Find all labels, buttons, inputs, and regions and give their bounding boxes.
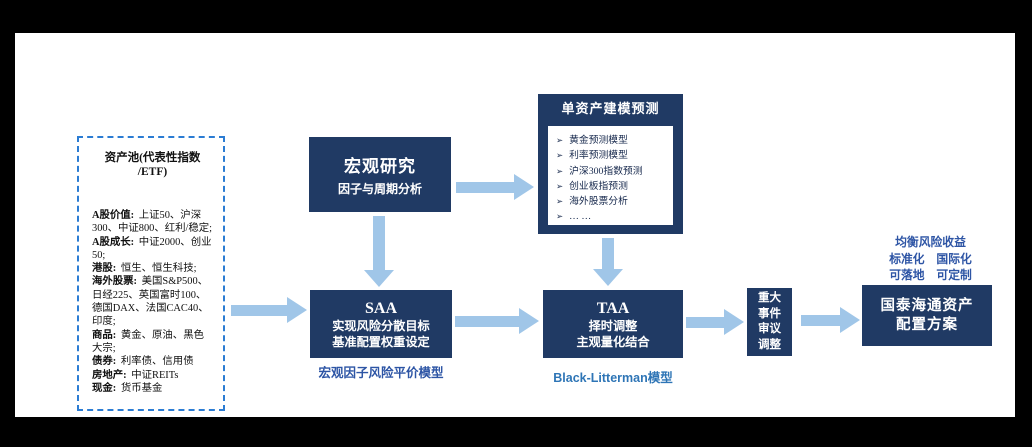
list-item: 港股: 恒生、恒生科技;	[92, 263, 197, 275]
arrow-shaft	[455, 315, 519, 327]
arrow-shaft	[373, 216, 385, 270]
arrow-head-icon	[593, 269, 623, 286]
bullet-arrow-icon: ➢	[556, 150, 564, 161]
list-item: 房地产: 中证REITs	[92, 369, 179, 381]
arrow-macro-to-saa	[364, 216, 394, 287]
saa-title: SAA	[364, 299, 397, 317]
arrow-head-icon	[724, 309, 744, 335]
arrow-macro-to-single-asset	[456, 174, 534, 200]
bullet-arrow-icon: ➢	[556, 180, 564, 191]
arrow-shaft	[231, 304, 287, 316]
list-item: ➢创业板指预测	[556, 180, 628, 192]
macro-research-box: 宏观研究 因子与周期分析	[309, 137, 451, 212]
single-asset-forecast-box: 单资产建模预测 ➢黄金预测模型 ➢利率预测模型 ➢沪深300指数预测 ➢创业板指…	[538, 94, 683, 234]
list-item: ➢海外股票分析	[556, 196, 628, 208]
list-item: 债券: 利率债、信用债	[92, 356, 194, 368]
taa-line1: 择时调整	[588, 318, 638, 333]
arrow-shaft	[801, 314, 840, 326]
arrow-head-icon	[364, 270, 394, 287]
list-item: ➢利率预测模型	[556, 150, 628, 162]
taa-model-caption: Black-Litterman模型	[553, 371, 673, 385]
list-item: 商品: 黄金、原油、黑色大宗;	[92, 329, 204, 354]
single-asset-forecast-list: ➢黄金预测模型 ➢利率预测模型 ➢沪深300指数预测 ➢创业板指预测 ➢海外股票…	[548, 126, 673, 225]
saa-line1: 实现风险分散目标	[332, 318, 430, 333]
allocation-plan-box: 国泰海通资产 配置方案	[862, 285, 992, 346]
asset-pool-title: 资产池(代表性指数 /ETF)	[104, 152, 201, 178]
major-event-line: 调整	[758, 338, 781, 351]
taa-box: TAA 择时调整 主观量化结合	[543, 290, 683, 358]
list-item: 现金: 货币基金	[92, 382, 163, 394]
arrow-head-icon	[840, 307, 860, 333]
allocation-plan-line1: 国泰海通资产	[880, 297, 974, 314]
arrow-head-icon	[519, 308, 539, 334]
allocation-plan-line2: 配置方案	[896, 316, 958, 333]
bullet-arrow-icon: ➢	[556, 165, 564, 176]
arrow-saa-to-taa	[455, 308, 539, 334]
major-event-review-box: 重大 事件 审议 调整	[747, 288, 792, 356]
feature-line: 标准化 国际化	[889, 251, 972, 266]
diagram-canvas: 资产池(代表性指数 /ETF) A股价值: 上证50、沪深300、中证800、红…	[15, 33, 1015, 417]
saa-box: SAA 实现风险分散目标 基准配置权重设定	[310, 290, 452, 358]
arrow-shaft	[602, 238, 614, 269]
list-item: 海外股票: 美国S&P500、日经225、英国富时100、德国DAX、法国CAC…	[92, 276, 209, 328]
macro-research-subtitle: 因子与周期分析	[337, 182, 422, 196]
major-event-line: 事件	[758, 307, 781, 320]
arrow-major-event-to-plan	[801, 307, 860, 333]
bullet-arrow-icon: ➢	[556, 211, 564, 222]
output-features: 均衡风险收益 标准化 国际化 可落地 可定制	[858, 234, 1003, 284]
macro-research-title: 宏观研究	[344, 157, 416, 176]
arrow-taa-to-major-event	[686, 309, 744, 335]
saa-model-caption: 宏观因子风险平价模型	[318, 366, 444, 380]
asset-pool-box: 资产池(代表性指数 /ETF) A股价值: 上证50、沪深300、中证800、红…	[77, 136, 225, 411]
taa-title: TAA	[596, 299, 630, 317]
feature-line: 可落地 可定制	[889, 268, 972, 282]
major-event-line: 重大	[758, 292, 781, 304]
list-item: ➢沪深300指数预测	[556, 165, 643, 177]
bullet-arrow-icon: ➢	[556, 196, 564, 207]
arrow-single-asset-to-taa	[593, 238, 623, 286]
major-event-line: 审议	[758, 323, 781, 335]
arrow-head-icon	[287, 297, 307, 323]
list-item: ➢… …	[556, 211, 592, 223]
saa-line2: 基准配置权重设定	[332, 334, 430, 349]
feature-line: 均衡风险收益	[895, 235, 966, 249]
single-asset-forecast-title: 单资产建模预测	[561, 101, 660, 116]
list-item: A股成长: 中证2000、创业50;	[92, 236, 212, 261]
asset-pool-list: A股价值: 上证50、沪深300、中证800、红利/稳定; A股成长: 中证20…	[92, 209, 213, 395]
arrow-head-icon	[514, 174, 534, 200]
bullet-arrow-icon: ➢	[556, 135, 564, 145]
arrow-pool-to-saa	[231, 297, 307, 323]
arrow-shaft	[456, 181, 514, 193]
list-item: A股价值: 上证50、沪深300、中证800、红利/稳定;	[92, 210, 213, 235]
list-item: ➢黄金预测模型	[556, 135, 628, 146]
taa-line2: 主观量化结合	[576, 334, 650, 349]
arrow-shaft	[686, 316, 724, 328]
